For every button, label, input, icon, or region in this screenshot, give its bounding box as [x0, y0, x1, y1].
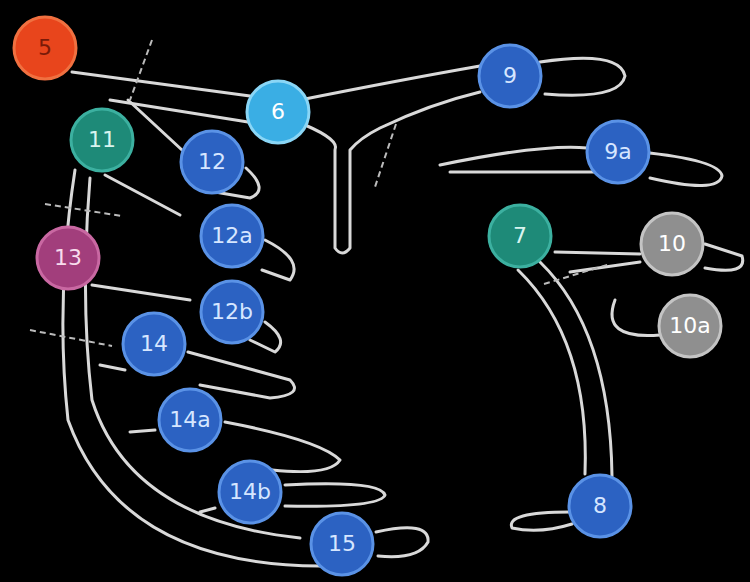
station-circle: 14b — [217, 459, 283, 525]
station-circle: 12a — [199, 203, 265, 269]
station-number: 9 — [503, 65, 517, 87]
station-circle: 14a — [157, 387, 223, 453]
station-number: 10 — [658, 233, 686, 255]
station-number: 9a — [604, 141, 631, 163]
station-number: 15 — [328, 533, 356, 555]
station-number: 14a — [169, 409, 210, 431]
station-number: 5 — [38, 37, 52, 59]
station-number: 12b — [211, 301, 253, 323]
station-circle: 10 — [639, 211, 705, 277]
station-circle: 11 — [69, 107, 135, 173]
station-number: 12a — [211, 225, 252, 247]
station-circle: 8 — [567, 473, 633, 539]
station-number: 13 — [54, 247, 82, 269]
station-number: 12 — [198, 151, 226, 173]
station-number: 8 — [593, 495, 607, 517]
station-circle: 6 — [245, 79, 311, 145]
station-circle: 14 — [121, 311, 187, 377]
station-circle: 9 — [477, 43, 543, 109]
station-number: 6 — [271, 101, 285, 123]
station-number: 11 — [88, 129, 116, 151]
station-circle: 9a — [585, 119, 651, 185]
station-circle: 12 — [179, 129, 245, 195]
station-number: 7 — [513, 225, 527, 247]
station-circle: 15 — [309, 511, 375, 577]
station-number: 14b — [229, 481, 271, 503]
station-number: 14 — [140, 333, 168, 355]
station-circle: 12b — [199, 279, 265, 345]
station-circle: 13 — [35, 225, 101, 291]
station-circle: 10a — [657, 293, 723, 359]
station-number: 10a — [669, 315, 710, 337]
station-circle: 5 — [12, 15, 78, 81]
station-circle: 7 — [487, 203, 553, 269]
